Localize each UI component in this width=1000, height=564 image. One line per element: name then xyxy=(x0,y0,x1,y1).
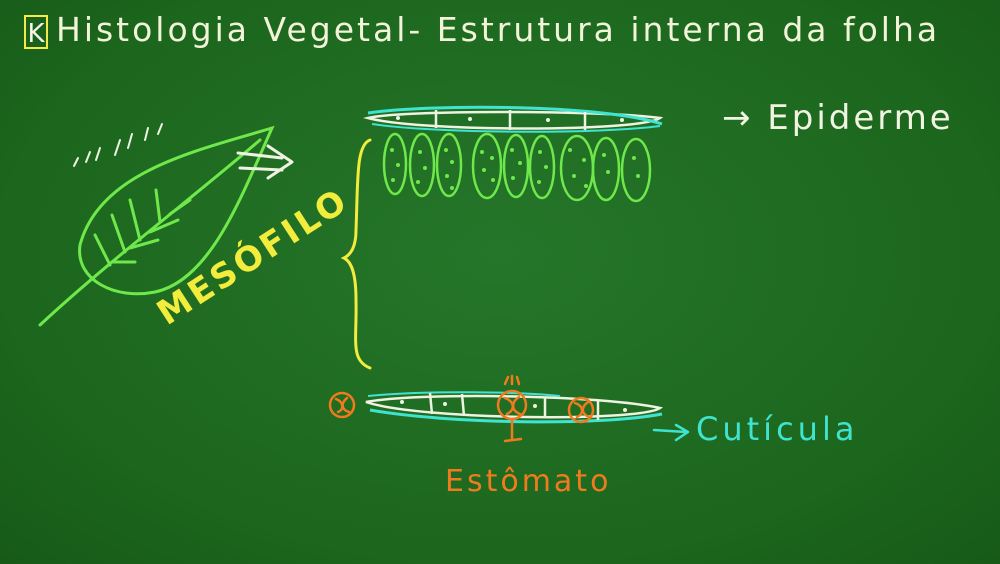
stomata xyxy=(328,374,595,443)
leaf-vein xyxy=(110,213,127,254)
leaf-illustration xyxy=(38,125,275,327)
leaf-vein xyxy=(168,198,192,216)
lower-epidermis xyxy=(365,391,664,424)
mesophyll-brace xyxy=(340,138,372,370)
label-cuticula: Cutícula xyxy=(696,410,859,448)
leaf-vein xyxy=(93,233,112,267)
leaf-outline xyxy=(78,125,275,296)
palisade-cells xyxy=(382,132,652,203)
light-rays xyxy=(73,123,163,167)
arrow-icon xyxy=(236,144,294,180)
title-badge: K xyxy=(24,15,48,49)
leaf-vein xyxy=(128,198,142,242)
label-epiderme: → Epiderme xyxy=(722,98,954,138)
label-estomato: Estômato xyxy=(445,464,612,499)
cuticle-arrow xyxy=(652,423,690,442)
page-title: Histologia Vegetal- Estrutura interna da… xyxy=(56,10,941,49)
upper-epidermis xyxy=(363,105,664,133)
leaf-vein xyxy=(154,188,162,224)
leaf-vein xyxy=(128,238,160,250)
leaf-vein xyxy=(148,218,180,234)
chloroplasts xyxy=(390,148,640,190)
